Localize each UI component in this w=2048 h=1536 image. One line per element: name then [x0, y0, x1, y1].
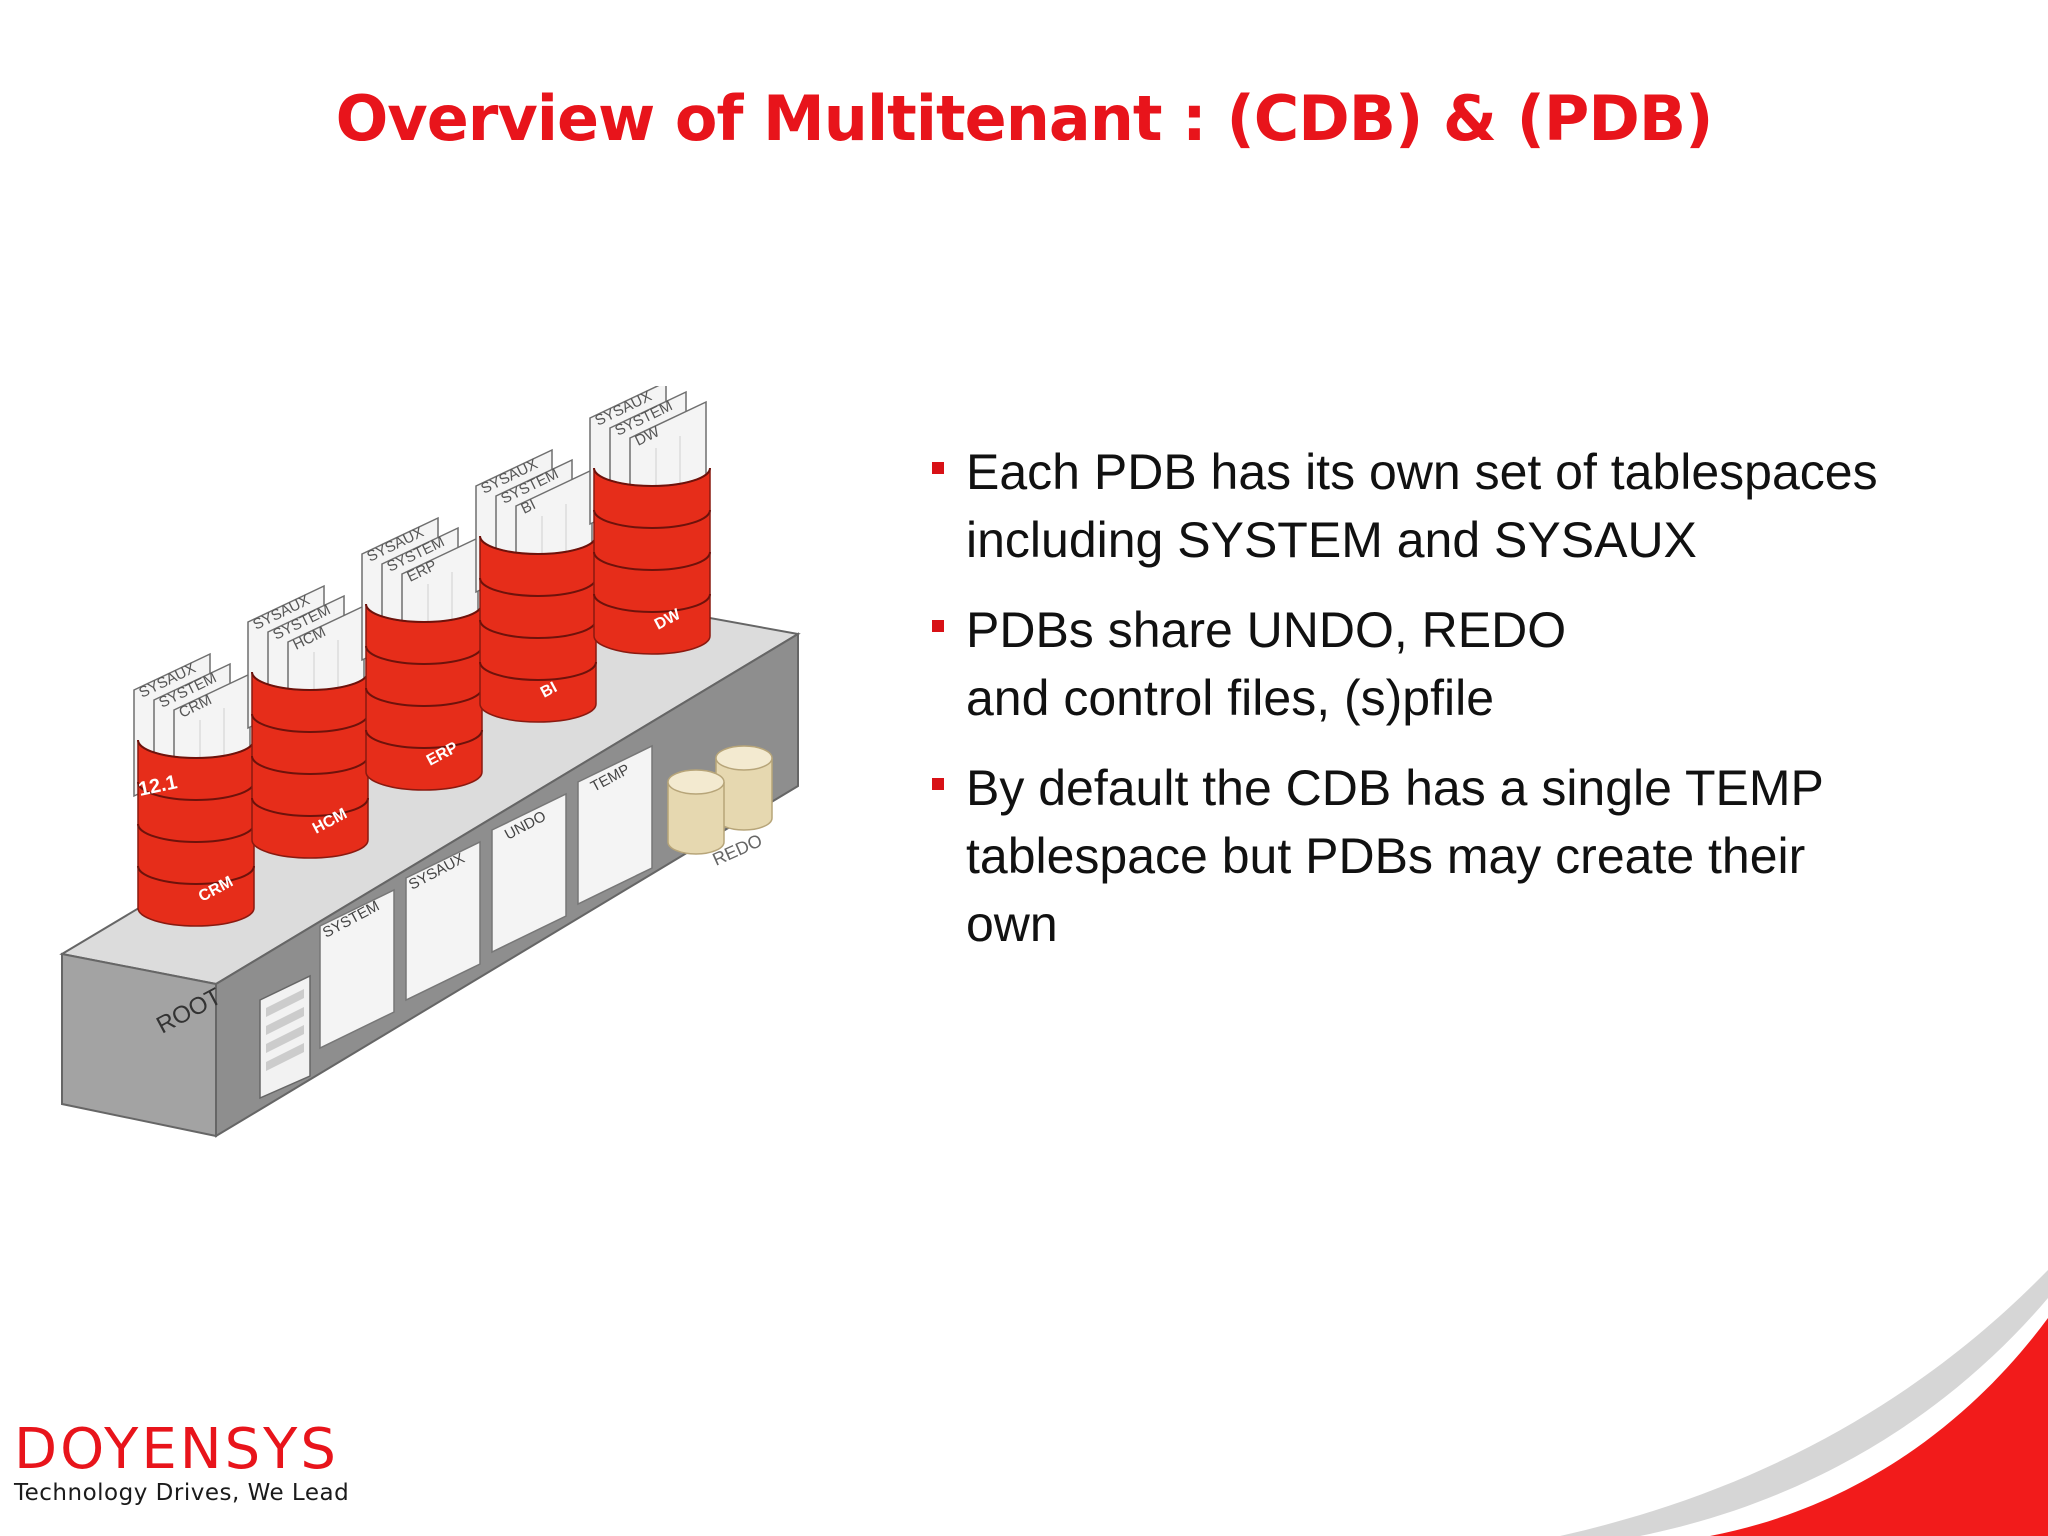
bullet-text: PDBs share UNDO, REDO	[966, 602, 1567, 658]
logo-tagline: Technology Drives, We Lead	[14, 1480, 350, 1506]
root-file-temp: TEMP	[577, 744, 653, 906]
corner-swoosh-decoration	[1560, 1270, 2048, 1536]
bullet-text: own	[966, 896, 1058, 952]
bullet-text: including SYSTEM and SYSAUX	[966, 512, 1697, 568]
bullet-marker	[932, 462, 944, 474]
multitenant-diagram: ROOT SYSTEM SYSAUX UNDO TEMP	[59, 386, 801, 1138]
bullet-text: Each PDB has its own set of tablespaces	[966, 444, 1878, 500]
slide-title: Overview of Multitenant : (CDB) & (PDB)	[335, 82, 1714, 155]
bullet-item: PDBs share UNDO, REDO and control files,…	[928, 596, 2028, 732]
bullet-text: tablespace but PDBs may create their	[966, 828, 1806, 884]
pdb-cylinders: SYSAUXSYSTEMCRMCRM12.1SYSAUXSYSTEMHCMHCM…	[133, 386, 711, 927]
bullet-marker	[932, 778, 944, 790]
pdb-label: BI	[538, 679, 560, 702]
control-files-icon	[259, 974, 311, 1100]
bullet-list: Each PDB has its own set of tablespaces …	[928, 438, 2028, 980]
logo-wordmark: DOYENSYS	[14, 1417, 339, 1482]
bullet-text: By default the CDB has a single TEMP	[966, 760, 1824, 816]
bullet-text: and control files, (s)pfile	[966, 670, 1495, 726]
bullet-item: By default the CDB has a single TEMP tab…	[928, 754, 2028, 958]
pdb-cylinder-body	[593, 467, 711, 655]
pdb-cylinder-body	[137, 739, 255, 927]
pdb-cylinder-body	[479, 535, 597, 723]
company-logo: DOYENSYS Technology Drives, We Lead	[14, 1417, 350, 1507]
bullet-marker	[932, 620, 944, 632]
redo-logs: REDO	[667, 745, 773, 870]
pdb-cylinder-body	[365, 603, 483, 791]
pdb-cylinder-body	[251, 671, 369, 859]
root-files: SYSTEM SYSAUX UNDO TEMP	[319, 744, 653, 1050]
bullet-item: Each PDB has its own set of tablespaces …	[928, 438, 2028, 574]
tablespace-file-label: BI	[518, 496, 538, 517]
